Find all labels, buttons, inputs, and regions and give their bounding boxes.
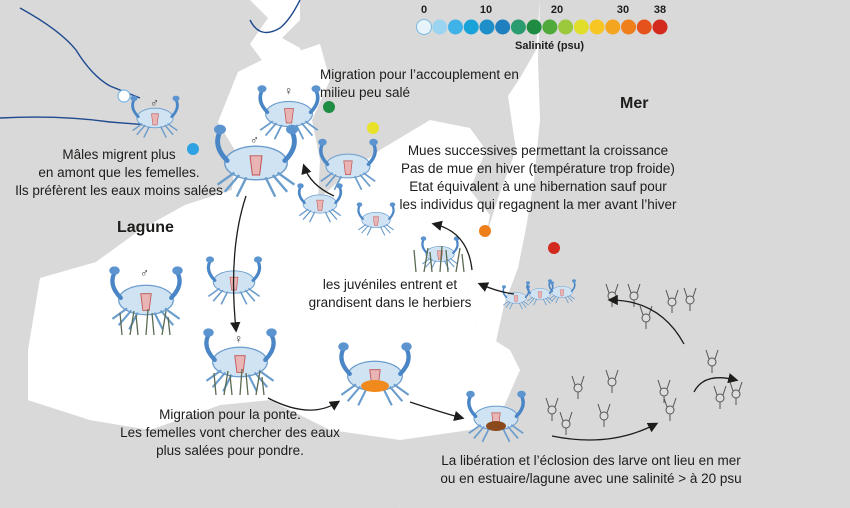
scale-dot-7 [526,19,542,35]
scale-dot-2 [447,19,463,35]
egg-mass [361,380,389,392]
salinity-dot-30 [479,225,491,237]
scale-dot-6 [510,19,526,35]
scale-dot-8 [542,19,558,35]
sea-label: Mer [620,95,649,112]
male-symbol-2: ♂ [250,133,259,147]
lagoon-label: Lagune [117,219,174,236]
scale-dot-1 [432,19,448,35]
arrow-to-egg [267,397,341,411]
salinity-dot-38 [548,242,560,254]
arrow-molt [301,163,335,197]
scale-tick-30: 30 [616,4,630,16]
scale-label: Salinité (psu) [515,40,585,52]
text-juveniles: les juvéniles entrent et grandisent dans… [308,277,472,310]
scale-tick-0: 0 [420,4,428,16]
salinity-dot-5 [187,143,199,155]
arrow-larvae-2 [693,373,739,393]
text-males-upstream: Mâles migrent plus en amont que les feme… [15,147,223,198]
scale-dot-3 [463,19,479,35]
scale-dot-0 [416,19,432,35]
salinity-dot-0 [117,89,131,103]
male-symbol: ♂ [150,96,159,110]
text-spawning: Migration pour la ponte. Les femelles vo… [120,407,340,458]
river-3 [249,0,301,34]
scale-dot-10 [573,19,589,35]
land-west [0,0,400,508]
scale-dot-13 [621,19,637,35]
egg-mass-dark [486,421,506,431]
female-symbol: ♀ [284,84,293,98]
text-larvae: La libération et l’éclosion des larve on… [440,453,742,486]
lagoon-area [28,44,520,440]
river-2 [0,116,161,127]
sea-area [470,0,850,508]
arrow-megalopa [607,294,685,345]
arrow-juvenile-growth [431,220,473,271]
scale-dot-9 [558,19,574,35]
scale-dot-12 [605,19,621,35]
scale-tick-38: 38 [653,4,667,16]
arrow-larvae [551,422,659,441]
scale-dot-14 [636,19,652,35]
scale-dot-5 [495,19,511,35]
scale-tick-10: 10 [479,4,493,16]
text-migration-mating: Migration pour l’accouplement en milieu … [320,67,519,100]
salinity-dot-20 [367,122,379,134]
text-molts: Mues successives permettant la croissanc… [399,143,677,212]
female-symbol-2: ♀ [234,332,243,346]
scale-tick-20: 20 [550,4,564,16]
arrow-mating-to-spawning [230,195,247,333]
salinity-dot-12 [323,101,335,113]
river-1 [19,7,141,99]
arrow-juvenile-entry [477,282,515,295]
male-symbol-3: ♂ [140,266,149,280]
arrow-to-release [409,401,465,421]
scale-dot-15 [652,19,668,35]
scale-dot-11 [589,19,605,35]
scale-dot-4 [479,19,495,35]
